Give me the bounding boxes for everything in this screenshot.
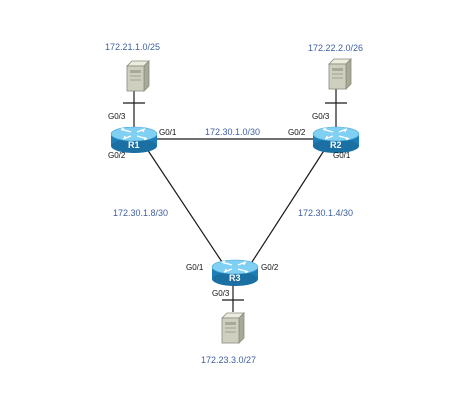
server-icon [328,58,352,90]
network-label-r1-r3: 172.30.1.8/30 [113,208,168,218]
interface-label: G0/1 [159,128,177,137]
interface-label: G0/2 [261,263,279,272]
router-label: R1 [128,140,140,150]
interface-label: G0/3 [108,112,126,121]
network-label-r1-r2: 172.30.1.0/30 [205,127,260,137]
link-r2-r3 [251,148,326,263]
network-label-lan-r3: 172.23.3.0/27 [201,355,256,365]
interface-label: G0/3 [212,289,230,298]
interface-label: G0/2 [288,128,306,137]
router-label: R2 [330,140,342,150]
interface-label: G0/2 [108,151,126,160]
link-r1-r3 [146,148,223,263]
network-label-r2-r3: 172.30.1.4/30 [298,208,353,218]
router-label: R3 [229,273,241,283]
server-icon [126,60,150,92]
network-label-lan-r1: 172.21.1.0/25 [105,42,160,52]
lan-segments [123,89,347,312]
router-r2: R2 [312,126,360,154]
router-r3: R3 [211,259,259,287]
interface-label: G0/1 [333,151,351,160]
interface-label: G0/1 [186,263,204,272]
interface-label: G0/3 [312,112,330,121]
network-label-lan-r2: 172.22.2.0/26 [308,43,363,53]
links [146,138,326,263]
router-r1: R1 [110,126,158,154]
server-icon [221,312,245,344]
